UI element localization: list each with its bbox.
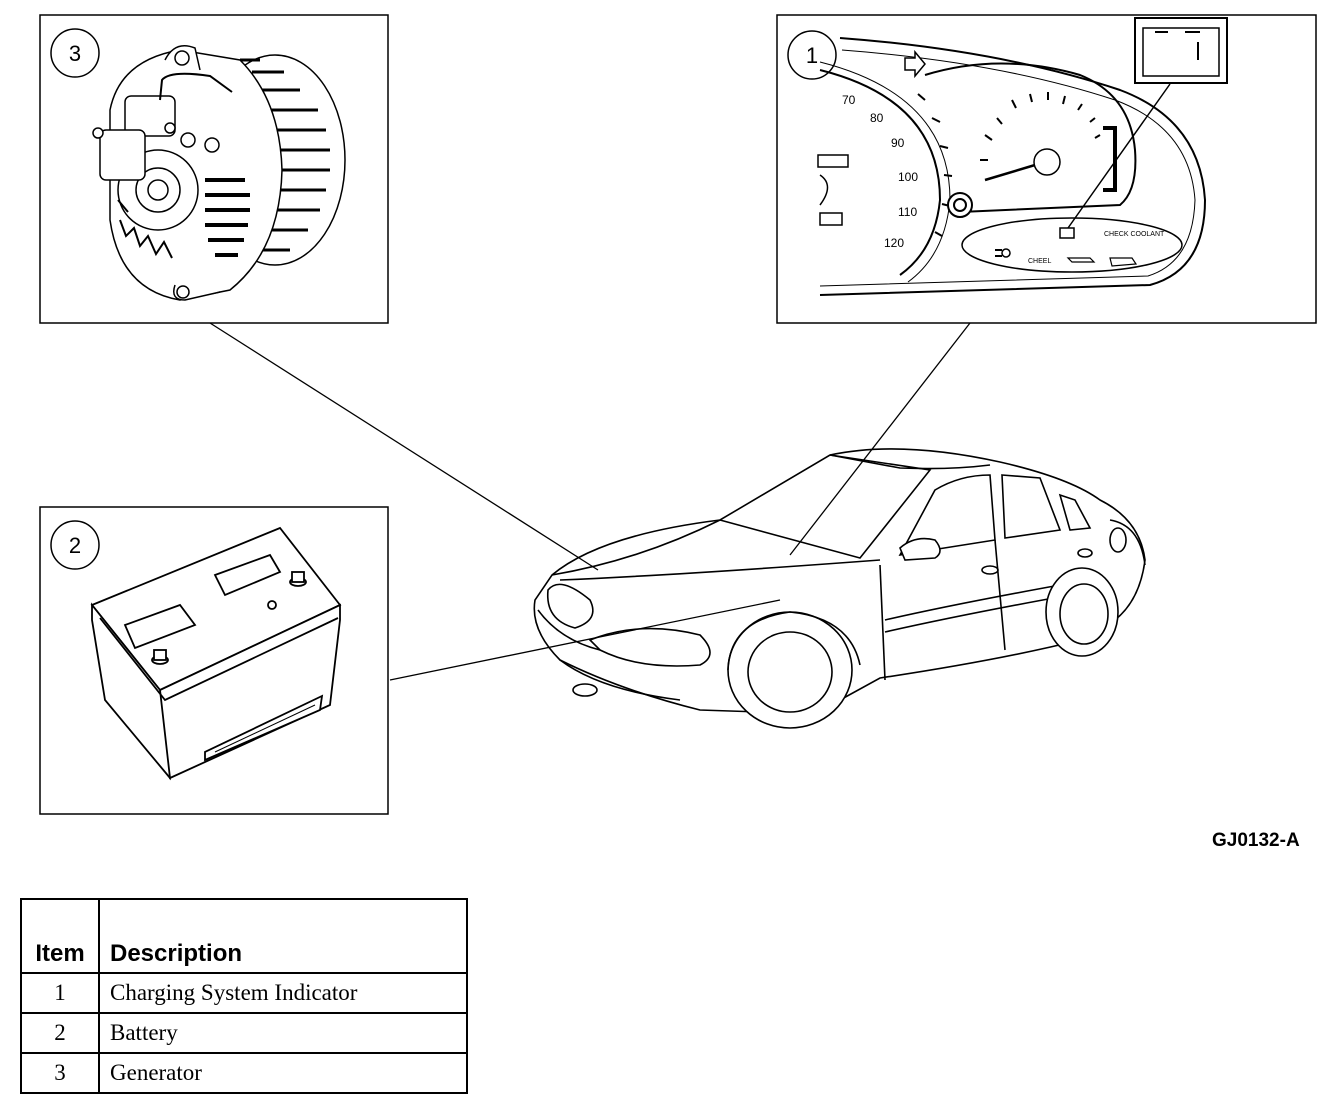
leader-indicator <box>789 322 971 556</box>
legend-header-item: Item <box>20 898 100 974</box>
legend-item-description: Charging System Indicator <box>98 972 468 1014</box>
legend-header-row: Item Description <box>20 898 468 974</box>
callout-2-number: 2 <box>69 533 81 558</box>
check-coolant-label: CHECK COOLANT <box>1104 231 1165 238</box>
leader-generator <box>209 322 599 571</box>
figure-id: GJ0132-A <box>1212 830 1300 851</box>
speed-70: 70 <box>842 93 856 107</box>
battery-illustration <box>90 526 342 781</box>
callout-1: 1 <box>787 30 837 80</box>
speed-100: 100 <box>898 170 918 184</box>
battery-panel: 2 <box>39 506 389 815</box>
leader-battery <box>389 599 781 681</box>
generator-panel: 3 <box>39 14 389 324</box>
instrument-cluster-panel: 1 70 80 90 100 110 120 <box>776 14 1317 324</box>
legend-item-description: Generator <box>98 1052 468 1094</box>
leader-lines <box>209 322 971 681</box>
table-row: 1 Charging System Indicator <box>20 972 468 1014</box>
table-row: 3 Generator <box>20 1052 468 1094</box>
speedometer-numbers: 70 80 90 100 110 120 <box>842 93 918 250</box>
callout-3: 3 <box>50 28 100 78</box>
legend-item-number: 2 <box>20 1012 100 1054</box>
speed-120: 120 <box>884 236 904 250</box>
diagram-artwork: 3 <box>39 14 1317 815</box>
cheel-label: CHEEL <box>1028 258 1051 265</box>
speed-80: 80 <box>870 111 884 125</box>
legend-header-description: Description <box>98 898 468 974</box>
legend-item-number: 1 <box>20 972 100 1014</box>
table-row: 2 Battery <box>20 1012 468 1054</box>
generator-illustration <box>92 45 346 301</box>
legend-item-number: 3 <box>20 1052 100 1094</box>
speed-90: 90 <box>891 136 905 150</box>
car-illustration <box>533 448 1146 729</box>
legend-item-description: Battery <box>98 1012 468 1054</box>
callout-3-number: 3 <box>69 41 81 66</box>
speed-110: 110 <box>898 205 917 219</box>
legend-table: Item Description 1 Charging System Indic… <box>20 898 468 1094</box>
callout-1-number: 1 <box>806 43 818 68</box>
callout-2: 2 <box>50 520 100 570</box>
